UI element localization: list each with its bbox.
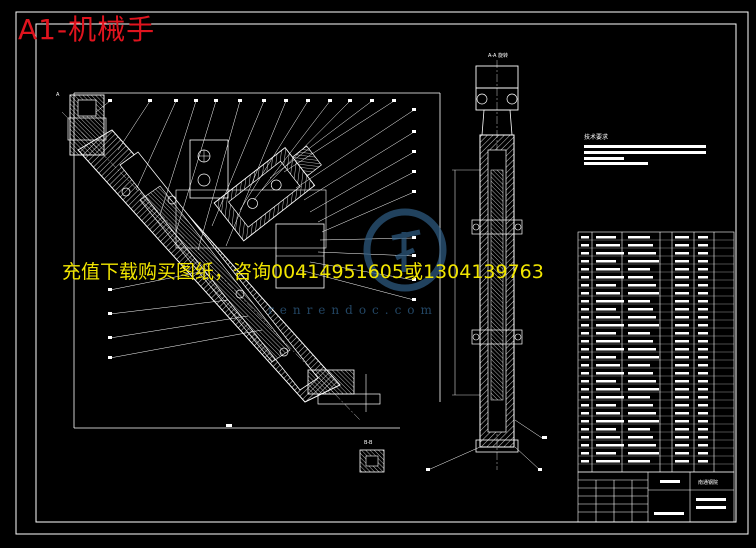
drawing-title: A1-机械手 [18, 13, 156, 46]
main-view [61, 92, 441, 429]
parts-list-rows [578, 236, 734, 465]
watermark-text: renrendoc.com [268, 303, 438, 317]
side-view-label: A-A 旋转 [488, 52, 508, 59]
inner-border [35, 23, 737, 523]
cylinder-assembly [213, 145, 322, 242]
section-marker-a: A [56, 92, 60, 98]
tech-requirements: 技术要求 [584, 133, 706, 165]
detail-label: B-B [364, 440, 373, 446]
promo-banner: 充值下载购买图纸，咨询00414951605或1304139763 [62, 261, 544, 283]
title-block [577, 471, 735, 523]
leader-lines-top [95, 100, 415, 359]
titleblock-company: 南通钢院 [698, 479, 718, 486]
tech-requirements-heading: 技术要求 [584, 133, 608, 141]
detail-view: B-B [359, 440, 385, 473]
side-view: A-A 旋转 [426, 52, 547, 471]
outer-border [15, 11, 749, 535]
balloon-markers [108, 99, 416, 427]
watermark-logo [363, 208, 447, 292]
